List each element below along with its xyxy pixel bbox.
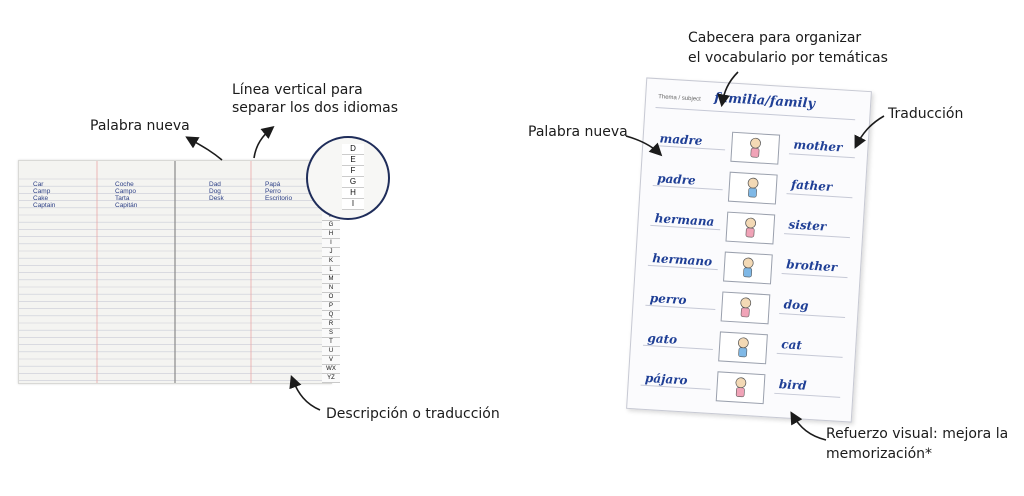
alphabet-tab-q[interactable]: Q — [322, 311, 340, 320]
zoom-tab-g: G — [342, 177, 364, 188]
illustration-frame — [723, 251, 773, 285]
illustration-frame — [725, 211, 776, 245]
word-dad: Dad — [209, 181, 221, 188]
notebook-column-4: Papá Perro Escritorio — [265, 181, 292, 202]
word-dog: Dog — [209, 188, 221, 195]
word-capitan: Capitán — [115, 202, 138, 209]
word-campo: Campo — [115, 188, 136, 195]
word-escritorio: Escritorio — [265, 195, 293, 202]
alphabet-tab-j[interactable]: J — [322, 248, 340, 257]
alphabet-tab-t[interactable]: T — [322, 338, 340, 347]
arrow-refuerzo — [790, 411, 827, 441]
illustration-frame — [727, 171, 778, 205]
alphabet-tab-h[interactable]: H — [322, 230, 340, 239]
alphabet-tab-o[interactable]: O — [322, 293, 340, 302]
alphabet-tab-g[interactable]: G — [322, 221, 340, 230]
callout-refuerzo-1: Refuerzo visual: mejora la — [826, 426, 1009, 442]
callout-linea-vertical-1: Línea vertical para — [232, 82, 363, 98]
word-cake: Cake — [33, 195, 49, 202]
notebook-ruled-lines — [19, 161, 331, 383]
illustration-frame — [730, 131, 781, 165]
notebook-column-1: Car Camp Cake Captain — [33, 181, 55, 209]
zoom-tab-i: I — [342, 199, 364, 210]
alphabet-tab-wx[interactable]: WX — [322, 365, 340, 374]
word-car: Car — [33, 181, 44, 188]
illustration-frame — [715, 371, 766, 405]
alphabet-tab-r[interactable]: R — [322, 320, 340, 329]
arrow-traduccion — [854, 115, 885, 149]
alphabet-tab-l[interactable]: L — [322, 266, 340, 275]
vocabulary-notebook: Car Camp Cake Captain Coche Campo Tarta … — [18, 160, 332, 384]
callout-refuerzo-2: memorización* — [826, 446, 933, 462]
alphabet-tab-m[interactable]: M — [322, 275, 340, 284]
callout-cabecera-1: Cabecera para organizar — [688, 30, 862, 46]
alphabet-tab-v[interactable]: V — [322, 356, 340, 365]
index-tabs-zoom: D E F G H I — [306, 136, 390, 220]
arrow-linea-vertical — [253, 126, 275, 159]
illustration-frame — [720, 291, 771, 325]
illustration-frame — [718, 331, 768, 365]
alphabet-tab-k[interactable]: K — [322, 257, 340, 266]
alphabet-tab-s[interactable]: S — [322, 329, 340, 338]
alphabet-tab-p[interactable]: P — [322, 302, 340, 311]
arrow-palabra-nueva-right — [625, 135, 663, 157]
word-perro: Perro — [265, 188, 281, 195]
zoom-tab-d: D — [342, 144, 364, 155]
word-desk: Desk — [209, 195, 224, 202]
notebook-column-2: Coche Campo Tarta Capitán — [115, 181, 137, 209]
zoom-tab-h: H — [342, 188, 364, 199]
zoom-tab-f: F — [342, 166, 364, 177]
arrow-palabra-nueva-left — [185, 136, 223, 161]
notebook-column-3: Dad Dog Desk — [209, 181, 224, 202]
callout-palabra-nueva-right: Palabra nueva — [528, 124, 628, 140]
arrow-descripcion — [289, 375, 321, 411]
callout-traduccion: Traducción — [888, 106, 964, 122]
word-papa: Papá — [265, 181, 281, 188]
callout-cabecera-2: el vocabulario por temáticas — [688, 50, 888, 66]
arrow-cabecera — [717, 71, 739, 108]
word-coche: Coche — [115, 181, 134, 188]
callout-linea-vertical-2: separar los dos idiomas — [232, 100, 399, 116]
word-captain: Captain — [33, 202, 56, 209]
alphabet-tab-u[interactable]: U — [322, 347, 340, 356]
callout-palabra-nueva-left: Palabra nueva — [90, 118, 190, 134]
word-tarta: Tarta — [115, 195, 130, 202]
alphabet-tab-yz[interactable]: YZ — [322, 374, 340, 383]
alphabet-tab-n[interactable]: N — [322, 284, 340, 293]
zoom-tab-e: E — [342, 155, 364, 166]
callout-descripcion: Descripción o traducción — [326, 406, 500, 422]
word-camp: Camp — [33, 188, 51, 195]
alphabet-tab-i[interactable]: I — [322, 239, 340, 248]
